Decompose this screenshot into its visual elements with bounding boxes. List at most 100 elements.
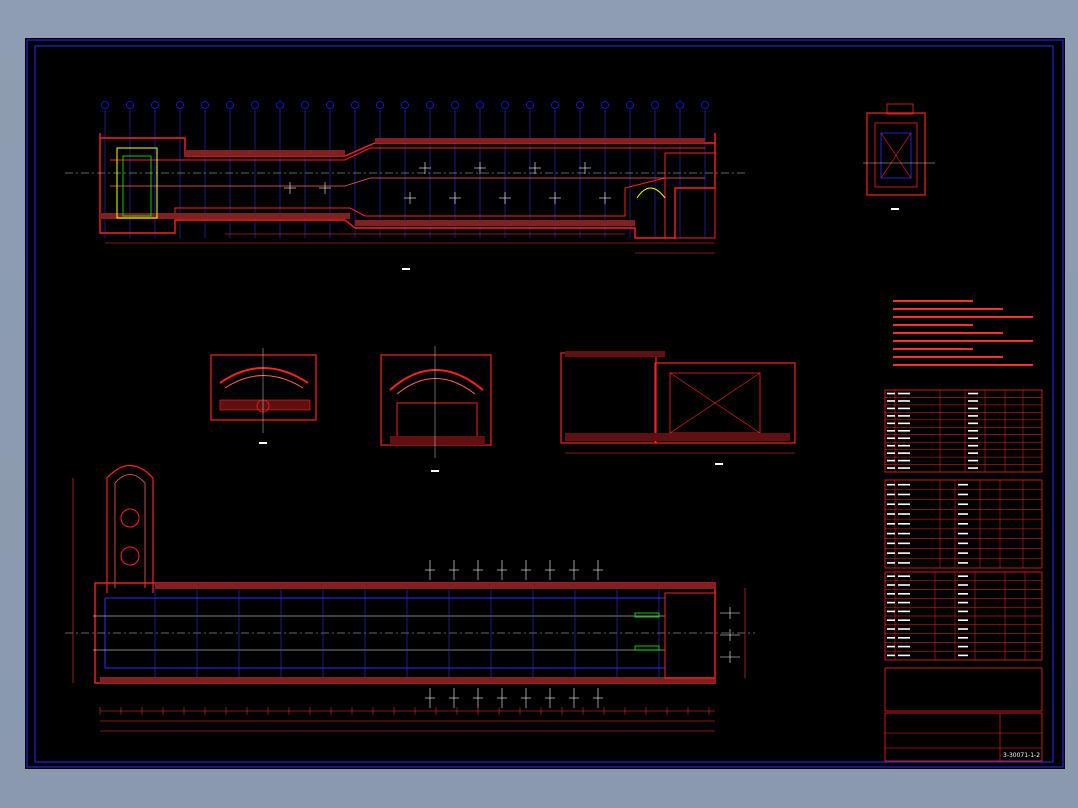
grid-circles xyxy=(101,101,709,109)
tb-cell-mark xyxy=(887,444,895,447)
cad-viewport[interactable]: 3-30071-1-2 xyxy=(25,38,1065,769)
grid-circle xyxy=(501,101,509,109)
tb-cell-mark xyxy=(887,437,895,440)
tb-cell-mark xyxy=(887,654,895,657)
plan-body-hatch-bottom xyxy=(100,677,715,683)
drawing-frame-inner xyxy=(34,45,1054,763)
tb-cell-mark xyxy=(887,493,895,496)
xsec3-right xyxy=(654,362,796,444)
tb-cell-mark xyxy=(898,593,910,595)
kiln-inner-line xyxy=(110,147,705,161)
tb-cell-mark xyxy=(898,552,910,554)
tb-cell-mark xyxy=(958,619,968,621)
grid-circle xyxy=(476,101,484,109)
grid-circle xyxy=(126,101,134,109)
hatch-band-4 xyxy=(375,138,705,143)
tb-cell-mark xyxy=(958,601,968,604)
note-line xyxy=(893,324,973,326)
tb-cell-mark xyxy=(898,493,910,496)
tb-cell-mark xyxy=(887,645,895,648)
plan-end-green-2 xyxy=(634,645,660,651)
plan-stack-hole-1 xyxy=(120,508,140,528)
tb-cell-mark xyxy=(968,422,978,425)
grid-circle xyxy=(176,101,184,109)
stack-left xyxy=(116,147,158,219)
grid-circle xyxy=(201,101,209,109)
tb-cell-mark xyxy=(958,584,968,586)
xsec1-arch xyxy=(219,367,309,384)
drawing-frame-outer xyxy=(26,39,1064,768)
arch-yellow xyxy=(636,187,666,199)
plan-burner-marks xyxy=(425,560,740,708)
tb-cell-mark xyxy=(898,628,910,630)
note-line xyxy=(893,364,1033,366)
tb-cell-mark xyxy=(898,645,910,648)
stack-left-inner xyxy=(122,155,152,217)
side-outline xyxy=(866,112,926,196)
side-top-tab xyxy=(886,103,914,115)
tb-cell-mark xyxy=(958,628,968,630)
tb-cell-mark xyxy=(887,593,895,595)
tb-cell-mark xyxy=(898,437,910,440)
tb-cell-mark xyxy=(958,645,968,648)
grid-circle xyxy=(301,101,309,109)
plan-stack-outline xyxy=(106,464,154,593)
xsec2-floor xyxy=(390,436,485,445)
plan-stack-inner xyxy=(114,474,146,588)
tb-cell-mark xyxy=(968,407,978,410)
tb-cell-mark xyxy=(887,459,895,462)
kiln-shell-outline xyxy=(99,133,716,239)
view-label-1 xyxy=(402,268,410,270)
tb-cell-mark xyxy=(887,532,895,535)
note-line xyxy=(893,332,1003,334)
tb-cell-mark xyxy=(887,503,895,506)
view-label-3 xyxy=(259,442,267,444)
tb-cell-mark xyxy=(898,523,910,525)
note-line xyxy=(893,316,1033,318)
plan-end-green-1 xyxy=(634,612,660,618)
tb-cell-mark xyxy=(887,407,895,410)
tb-cell-mark xyxy=(958,562,968,564)
tb-cell-mark xyxy=(898,392,910,395)
grid-circle xyxy=(701,101,709,109)
plan-grid-lines xyxy=(154,588,660,678)
tb-cell-mark xyxy=(958,654,968,657)
tb-cell-mark xyxy=(898,601,910,604)
tb-cell-mark xyxy=(887,584,895,586)
tb-cell-mark xyxy=(887,552,895,554)
tb-cell-mark xyxy=(898,542,910,545)
tb-cell-mark xyxy=(958,523,968,525)
note-line xyxy=(893,308,1003,310)
tb-middle xyxy=(884,479,1043,569)
grid-circle xyxy=(401,101,409,109)
grid-circle xyxy=(626,101,634,109)
tb-cell-mark xyxy=(898,562,910,564)
xsec1-floor xyxy=(219,399,311,411)
tb-cell-mark xyxy=(887,400,895,402)
view-label-2 xyxy=(891,208,899,210)
grid-circle xyxy=(251,101,259,109)
cross-section-2 xyxy=(380,346,492,472)
tb-cell-mark xyxy=(958,532,968,535)
xsec3-top-bar xyxy=(565,351,665,357)
grid-circle xyxy=(101,101,109,109)
xsec3-floor xyxy=(565,433,790,441)
grid-circle xyxy=(601,101,609,109)
tb-cell-mark xyxy=(898,422,910,425)
tb-cell-mark xyxy=(968,400,978,402)
tb-cell-mark xyxy=(968,459,978,462)
notes-block xyxy=(893,300,1033,366)
xsec3-left xyxy=(560,352,657,444)
grid-circle xyxy=(451,101,459,109)
note-line xyxy=(893,300,973,302)
kiln-mid-line xyxy=(110,177,705,187)
tb-cell-mark xyxy=(887,575,895,577)
tb-cell-mark xyxy=(898,637,910,639)
tb-cell-mark xyxy=(958,593,968,595)
note-line xyxy=(893,340,1033,342)
tb-cell-mark xyxy=(968,452,978,454)
view-label-5 xyxy=(715,463,723,465)
tb-cell-mark xyxy=(887,601,895,604)
view-label-4 xyxy=(431,470,439,472)
